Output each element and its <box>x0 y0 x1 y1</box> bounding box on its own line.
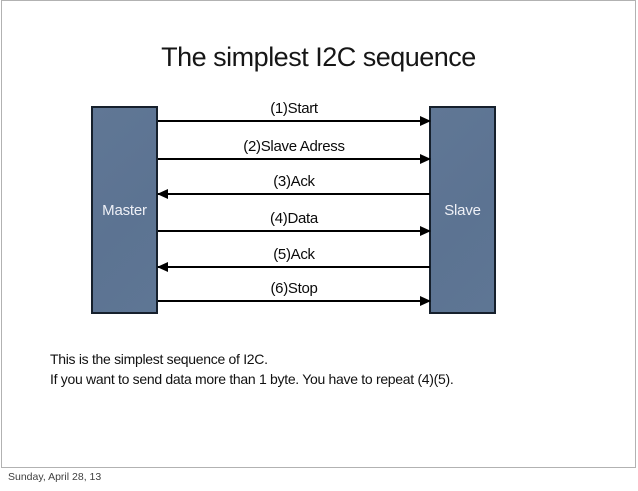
slave-box: Slave <box>429 106 496 314</box>
arrow-6-line <box>158 300 430 302</box>
slide-canvas: The simplest I2C sequence Master Slave (… <box>1 0 636 468</box>
arrowhead-icon <box>420 116 431 126</box>
notes-text: This is the simplest sequence of I2C. If… <box>50 349 454 389</box>
arrowhead-icon <box>420 296 431 306</box>
arrow-5-label: (5)Ack <box>273 246 315 263</box>
arrowhead-icon <box>420 226 431 236</box>
arrow-1-label: (1)Start <box>270 100 318 117</box>
arrow-4-line <box>158 230 430 232</box>
arrowhead-icon <box>157 262 168 272</box>
arrowhead-icon <box>157 189 168 199</box>
arrowhead-icon <box>420 154 431 164</box>
slave-label: Slave <box>444 201 481 219</box>
notes-line-2: If you want to send data more than 1 byt… <box>50 371 454 387</box>
arrow-4-label: (4)Data <box>270 210 318 227</box>
master-label: Master <box>102 201 147 219</box>
arrow-6-label: (6)Stop <box>270 280 318 297</box>
footer-date: Sunday, April 28, 13 <box>8 471 102 483</box>
notes-line-1: This is the simplest sequence of I2C. <box>50 351 268 367</box>
arrow-1-line <box>158 120 430 122</box>
slide-title: The simplest I2C sequence <box>161 42 476 72</box>
master-box: Master <box>91 106 158 314</box>
arrow-2-line <box>158 158 430 160</box>
arrow-5-line <box>158 266 430 268</box>
arrow-3-line <box>158 193 430 195</box>
arrow-3-label: (3)Ack <box>273 173 315 190</box>
arrow-2-label: (2)Slave Adress <box>243 138 345 155</box>
